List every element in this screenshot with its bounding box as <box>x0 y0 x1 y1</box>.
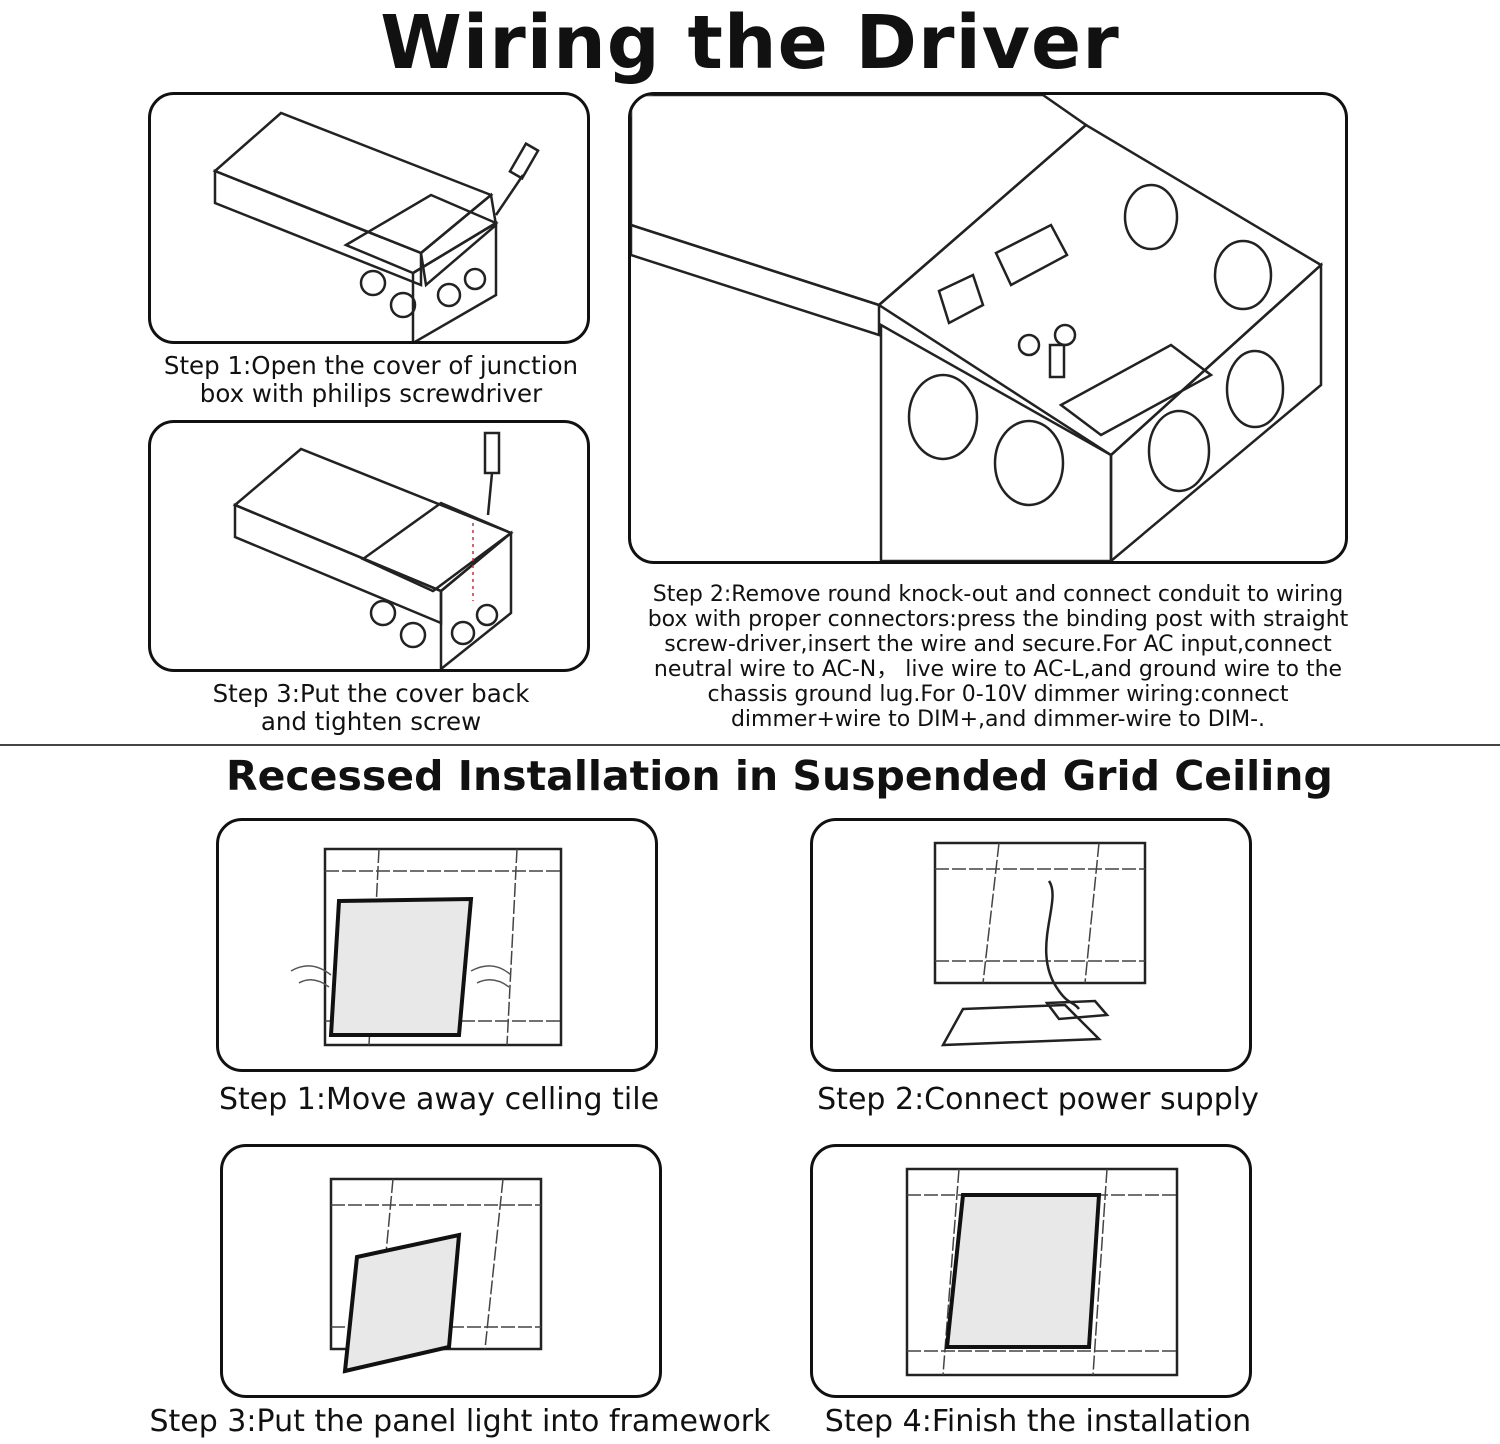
caption-line: dimmer+wire to DIM+,and dimmer-wire to D… <box>730 707 1266 732</box>
wiring-step3-caption: Step 3:Put the cover back and tighten sc… <box>148 680 594 736</box>
caption-line: box with proper connectors:press the bin… <box>647 607 1349 632</box>
junction-box-interior-drawing <box>631 95 1324 561</box>
junction-box-closed-drawing <box>232 431 514 669</box>
wiring-step2-caption: Step 2:Remove round knock-out and connec… <box>628 582 1368 732</box>
caption-line: and tighten screw <box>260 707 482 736</box>
install-step3-illustration <box>220 1144 662 1398</box>
wiring-step3-illustration <box>148 420 590 672</box>
install-step2-illustration <box>810 818 1252 1072</box>
wiring-step1-caption: Step 1:Open the cover of junction box wi… <box>148 352 594 408</box>
wiring-title: Wiring the Driver <box>380 0 1120 86</box>
install-step1-caption: Step 1:Move away celling tile <box>218 1082 660 1117</box>
power-supply-connection-drawing <box>933 841 1147 1047</box>
caption-line: box with philips screwdriver <box>199 379 543 408</box>
caption-line: Step 1:Open the cover of junction <box>163 351 579 380</box>
install-step1-illustration <box>216 818 658 1072</box>
wiring-step2-illustration <box>628 92 1348 564</box>
install-step4-caption: Step 4:Finish the installation <box>824 1404 1252 1439</box>
install-step3-caption: Step 3:Put the panel light into framewor… <box>149 1404 771 1439</box>
caption-line: chassis ground lug.For 0-10V dimmer wiri… <box>707 682 1289 707</box>
install-title: Recessed Installation in Suspended Grid … <box>226 752 1333 800</box>
install-step4-illustration <box>810 1144 1252 1398</box>
wiring-step1-illustration <box>148 92 590 344</box>
caption-line: Step 2:Remove round knock-out and connec… <box>652 582 1344 607</box>
caption-line: neutral wire to AC-N， live wire to AC-L,… <box>653 657 1343 682</box>
section-divider <box>0 744 1500 746</box>
ceiling-tile-removal-drawing <box>290 847 563 1047</box>
caption-line: screw-driver,insert the wire and secure.… <box>664 632 1332 657</box>
caption-line: Step 3:Put the cover back <box>212 679 530 708</box>
finished-installation-drawing <box>905 1167 1179 1377</box>
junction-box-open-drawing <box>212 111 540 341</box>
install-step2-caption: Step 2:Connect power supply <box>817 1082 1259 1117</box>
panel-insertion-drawing <box>329 1177 543 1374</box>
